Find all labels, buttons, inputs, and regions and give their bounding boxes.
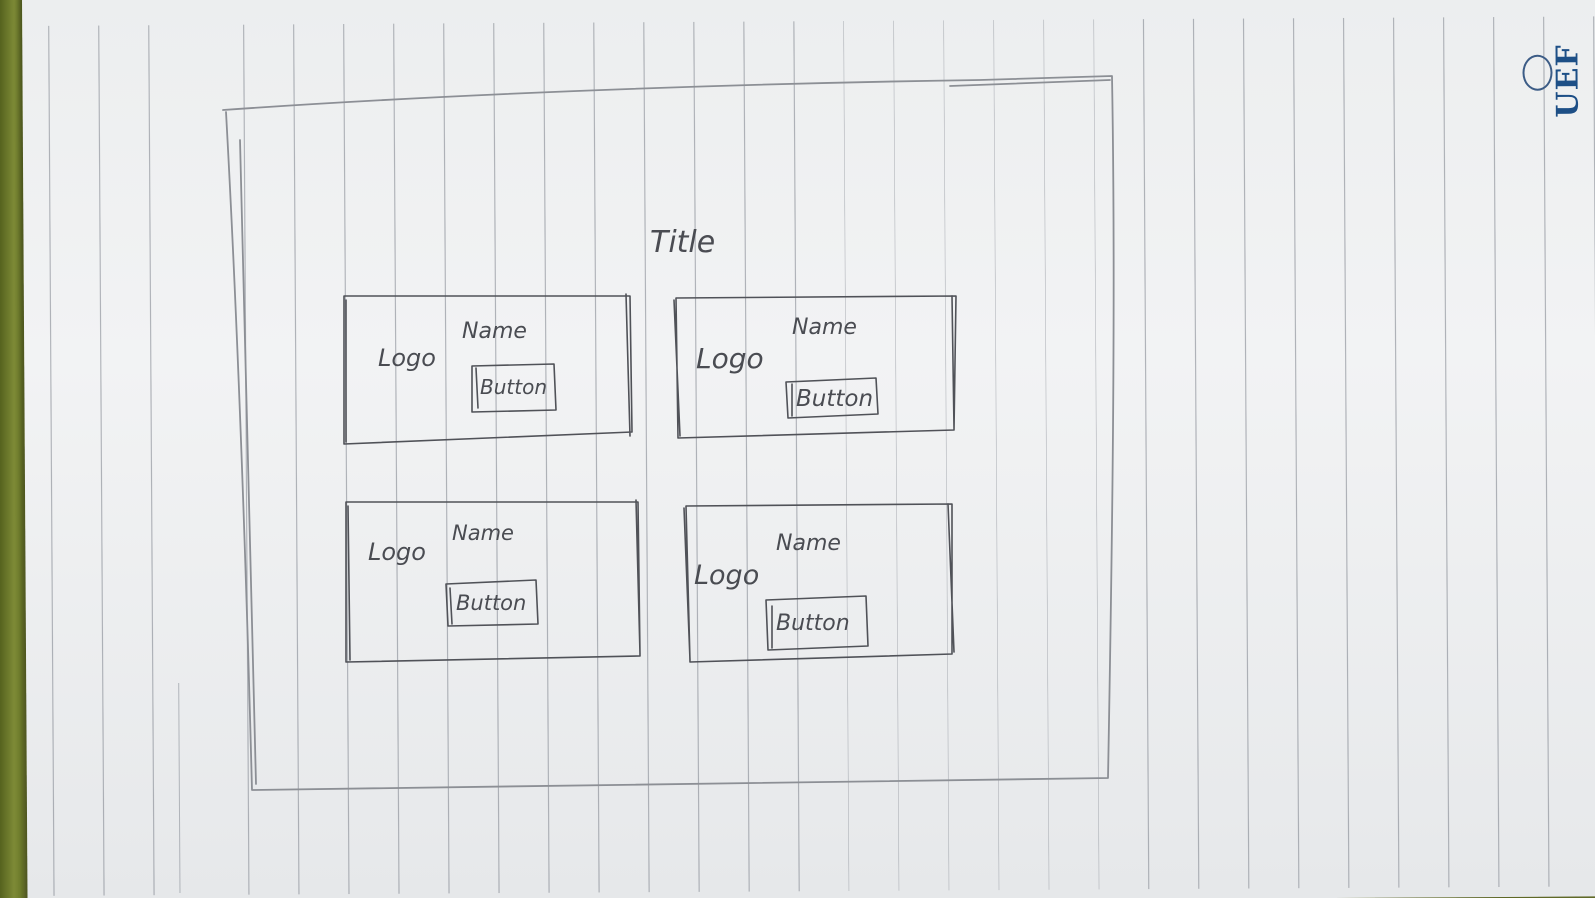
card: Logo Name Button — [343, 293, 633, 445]
card-button[interactable]: Button — [445, 579, 539, 627]
card: Logo Name Button — [673, 295, 957, 439]
card-button-frame — [765, 595, 869, 651]
card-button-label: Button — [796, 386, 873, 412]
card-frame — [683, 503, 955, 663]
card-button-label: Button — [480, 375, 547, 399]
card-button[interactable]: Button — [471, 363, 557, 413]
card-button-frame — [471, 363, 557, 413]
card-frame — [673, 295, 957, 439]
card: Logo Name Button — [345, 499, 641, 663]
card-logo: Logo — [694, 560, 759, 591]
card-logo: Logo — [368, 538, 426, 566]
card: Logo Name Button — [683, 503, 955, 663]
card-button-label: Button — [776, 611, 850, 636]
card-button[interactable]: Button — [765, 595, 869, 651]
card-name: Name — [452, 521, 514, 545]
card-name: Name — [776, 531, 841, 556]
card-frame — [343, 293, 633, 445]
card-name: Name — [462, 319, 527, 344]
card-logo: Logo — [696, 342, 764, 375]
card-name: Name — [792, 315, 857, 340]
card-frame — [345, 499, 641, 663]
card-button-frame — [785, 377, 879, 419]
card-button[interactable]: Button — [785, 377, 879, 419]
card-button-frame — [445, 579, 539, 627]
page-frame — [222, 75, 1115, 791]
card-button-label: Button — [456, 591, 526, 615]
page-title: Title — [650, 225, 715, 260]
card-logo: Logo — [378, 344, 436, 372]
